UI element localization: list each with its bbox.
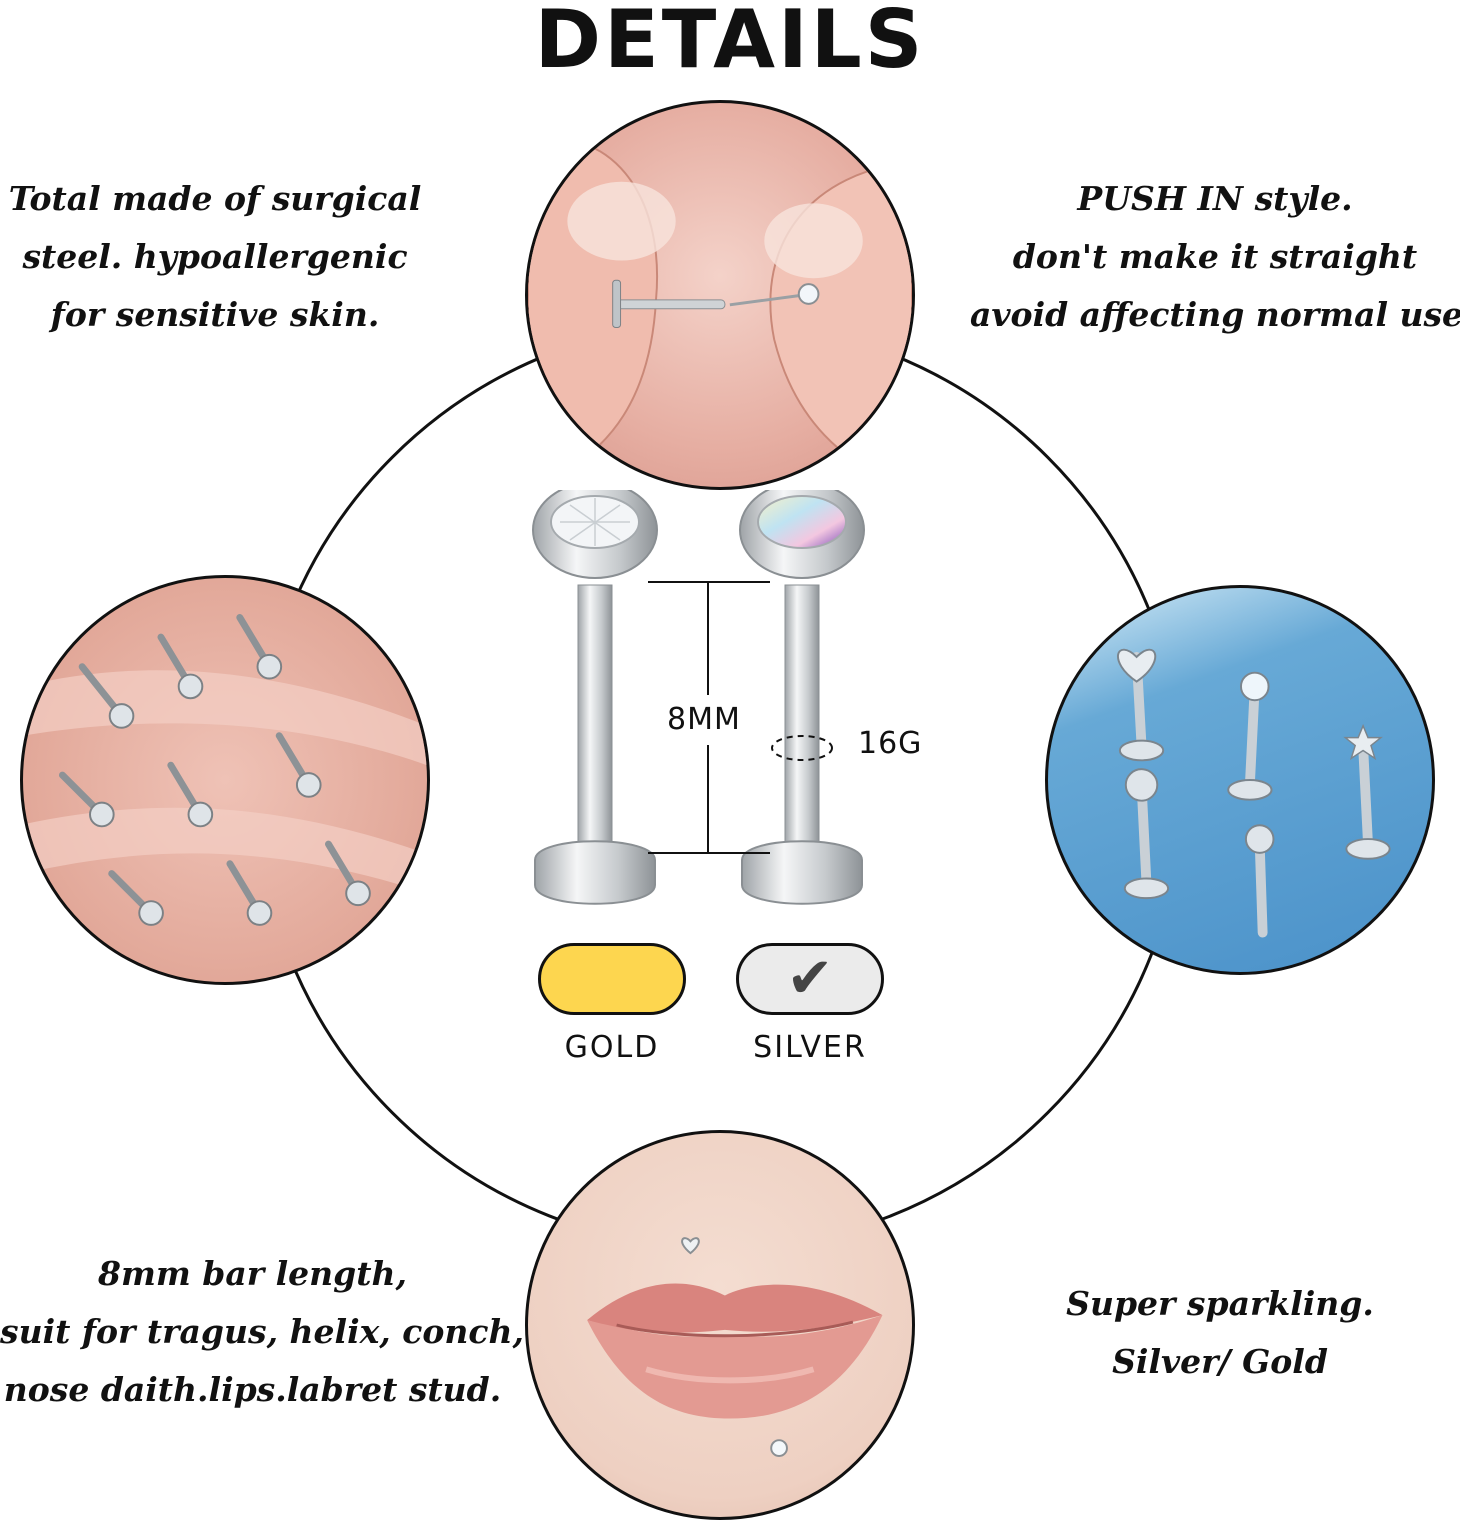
push-in-assembly-photo xyxy=(525,100,915,490)
callout-line: 8mm bar length, xyxy=(98,1254,407,1293)
callout-line: Super sparkling. xyxy=(1066,1284,1374,1323)
callout-material: Total made of surgical steel. hypoallerg… xyxy=(0,170,430,344)
bar-length-label: 8MM xyxy=(667,702,741,737)
gold-color-option[interactable] xyxy=(538,943,686,1015)
iridescent-stud xyxy=(739,490,865,905)
studs-display-illustration xyxy=(1117,648,1391,938)
studs-on-hand-photo xyxy=(20,575,430,985)
callout-line: PUSH IN style. xyxy=(1077,179,1353,218)
length-dimension xyxy=(648,581,770,854)
callout-line: steel. hypoallergenic xyxy=(22,237,408,276)
check-icon: ✔ xyxy=(786,946,834,1011)
labret-diagram xyxy=(532,490,865,905)
gold-label: GOLD xyxy=(564,1030,660,1065)
callout-line: Total made of surgical xyxy=(8,179,422,218)
callout-line: avoid affecting normal use xyxy=(970,295,1460,334)
gauge-marker xyxy=(771,735,833,761)
callout-line: Silver/ Gold xyxy=(1112,1342,1328,1381)
studs-on-blue-photo xyxy=(1045,585,1435,975)
callout-bar-length: 8mm bar length, suit for tragus, helix, … xyxy=(0,1245,524,1419)
callout-line: nose daith.lips.labret stud. xyxy=(3,1370,502,1409)
callout-line: for sensitive skin. xyxy=(50,295,380,334)
callout-push-in: PUSH IN style. don't make it straight av… xyxy=(970,170,1460,344)
studs-illustration xyxy=(23,613,427,926)
silver-label: SILVER xyxy=(753,1030,867,1065)
callout-line: don't make it straight xyxy=(1012,237,1418,276)
callout-line: suit for tragus, helix, conch, xyxy=(0,1312,524,1351)
callout-sparkling: Super sparkling. Silver/ Gold xyxy=(1010,1275,1430,1391)
lips-illustration xyxy=(587,1237,883,1457)
clear-stud xyxy=(532,490,658,905)
fingers-illustration xyxy=(528,138,912,487)
lip-piercing-photo xyxy=(525,1130,915,1520)
page-title: DETAILS xyxy=(534,0,926,86)
gauge-label: 16G xyxy=(858,726,923,761)
silver-color-option[interactable]: ✔ xyxy=(736,943,884,1015)
